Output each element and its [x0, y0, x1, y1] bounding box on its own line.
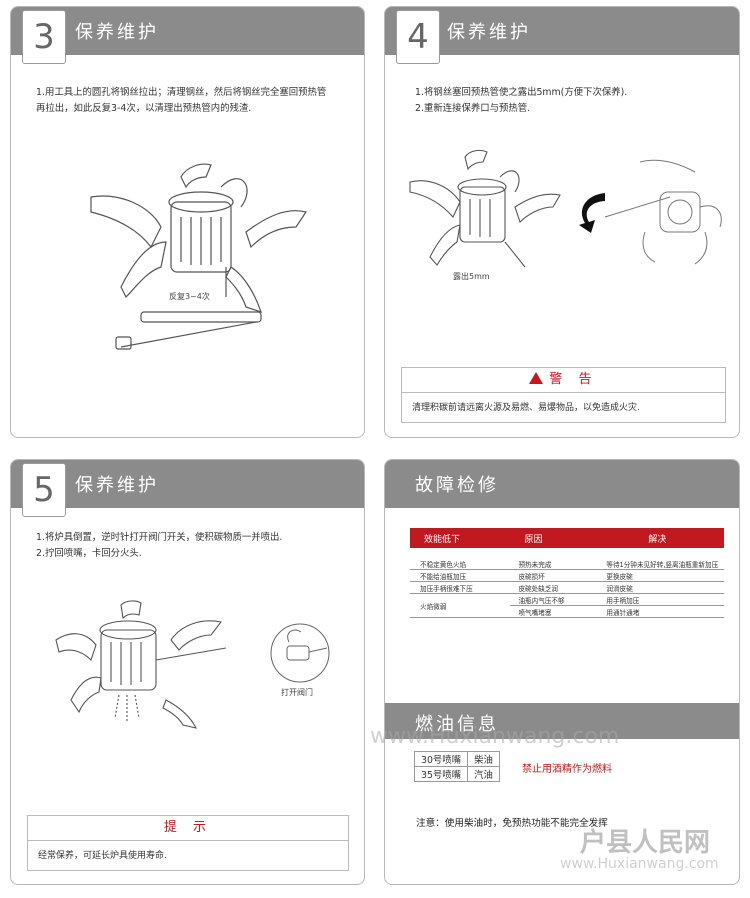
panel-step-5: 5 保养维护 1.将炉具倒置，逆时针打开阀门开关，使积碳物质一并喷出. 2.拧回…	[10, 459, 365, 885]
panel-step-4: 4 保养维护 1.将钢丝塞回预热管使之露出5mm(方便下次保养). 2.重新连接…	[384, 6, 740, 438]
step-number: 5	[33, 470, 55, 510]
table-row: 加压手柄很难下压皮碗处缺乏润润滑皮碗	[410, 581, 724, 594]
cell-fuel: 柴油	[467, 751, 500, 767]
warning-text: 清理积碳前请远离火源及易燃、易爆物品，以免造成火灾.	[412, 403, 640, 413]
panel-header	[385, 7, 739, 55]
cell-cause: 皮碗处缺乏润	[510, 581, 599, 594]
cell-fuel: 汽油	[467, 766, 500, 782]
instructions: 1.用工具上的圆孔将钢丝拉出；清理钢丝，然后将钢丝完全塞回预热管 再拉出，如此反…	[36, 85, 326, 117]
col-solution: 解决	[598, 528, 724, 548]
tip-title: 提 示	[163, 820, 213, 835]
fuel-warning: 禁止用酒精作为燃料	[522, 764, 612, 775]
instruction-line: 1.将炉具倒置，逆时针打开阀门开关，使积碳物质一并喷出.	[36, 532, 283, 543]
watermark-url: www.Huxianwang.com	[560, 856, 719, 872]
table-header-row: 效能低下 原因 解决	[410, 528, 724, 548]
caption-repeat: 反复3~4次	[169, 292, 210, 301]
stove-connect-illustration	[604, 159, 722, 265]
caption-exposed: 露出5mm	[453, 272, 490, 281]
panel-header	[385, 460, 739, 508]
cell-symptom: 不稳定黄色火焰	[410, 548, 511, 570]
fault-table: 效能低下 原因 解决 不稳定黄色火焰预热未完成等待1分钟未见好转,竖离油瓶重新加…	[410, 528, 724, 618]
cell-symptom: 火焰微弱	[410, 593, 511, 618]
step-number-box: 4	[396, 10, 440, 64]
step-number: 4	[407, 17, 429, 57]
instruction-line: 2.重新连接保养口与预热管.	[415, 103, 531, 114]
fuel-note: 注意：使用柴油时，免预热功能不能完全发挥	[416, 818, 608, 829]
panel-header	[11, 460, 364, 508]
table-row: 不能给油瓶加压皮碗损坏更换皮碗	[410, 569, 724, 582]
warning-header: 警 告	[402, 368, 725, 393]
cell-solution: 用手柄加压	[598, 593, 724, 606]
table-row: 不稳定黄色火焰预热未完成等待1分钟未见好转,竖离油瓶重新加压	[410, 548, 724, 570]
instructions: 1.将钢丝塞回预热管使之露出5mm(方便下次保养). 2.重新连接保养口与预热管…	[415, 85, 627, 117]
fuel-table: 30号喷嘴柴油 35号喷嘴汽油	[413, 751, 500, 782]
warning-title: 警 告	[549, 372, 598, 387]
valve-detail-circle	[270, 623, 330, 683]
cell-nozzle: 30号喷嘴	[413, 751, 469, 767]
rotate-arrow-icon	[579, 193, 605, 233]
stove-cleaning-illustration	[90, 163, 307, 350]
instruction-line: 1.将钢丝塞回预热管使之露出5mm(方便下次保养).	[415, 87, 628, 98]
cell-cause: 喷气嘴堵塞	[510, 605, 599, 618]
panel-title: 保养维护	[75, 475, 159, 496]
tip-box: 提 示 经常保养，可延长炉具使用寿命.	[27, 815, 349, 871]
watermark-site-name: 户县人民网	[580, 828, 711, 858]
step-number-box: 3	[22, 10, 66, 64]
cell-solution: 用通针通堵	[598, 605, 724, 618]
cell-solution: 润滑皮碗	[598, 581, 724, 594]
watermark-url: www.Huxianwang.com	[370, 724, 620, 749]
cell-symptom: 不能给油瓶加压	[410, 569, 511, 582]
caption-open-valve: 打开阀门	[281, 688, 313, 697]
fuel-section-header	[385, 703, 739, 739]
panel-title: 故障检修	[415, 475, 499, 496]
panel-title: 保养维护	[75, 22, 159, 43]
cell-cause: 皮碗损坏	[510, 569, 599, 582]
panel-title: 保养维护	[447, 22, 531, 43]
cell-solution: 等待1分钟未见好转,竖离油瓶重新加压	[598, 548, 724, 570]
table-row: 喷气嘴堵塞用通针通堵	[410, 605, 724, 618]
cell-solution: 更换皮碗	[598, 569, 724, 582]
tip-text: 经常保养，可延长炉具使用寿命.	[38, 851, 167, 861]
step-number: 3	[33, 17, 55, 57]
inverted-stove-illustration	[55, 600, 227, 729]
tip-header: 提 示	[28, 816, 348, 841]
cell-cause: 预热未完成	[510, 548, 599, 570]
panel-header	[11, 7, 364, 55]
warning-icon	[529, 372, 544, 384]
instruction-line: 1.用工具上的圆孔将钢丝拉出；清理钢丝，然后将钢丝完全塞回预热管	[36, 87, 327, 98]
table-row: 35号喷嘴汽油	[413, 766, 500, 782]
table-row: 火焰微弱油瓶内气压不够用手柄加压	[410, 593, 724, 618]
instruction-line: 再拉出，如此反复3-4次，以清理出预热管内的残渣.	[36, 103, 252, 114]
warning-box: 警 告 清理积碳前请远离火源及易燃、易爆物品，以免造成火灾.	[401, 367, 726, 423]
cell-symptom: 加压手柄很难下压	[410, 581, 511, 594]
step-number-box: 5	[22, 463, 66, 517]
stove-illustration	[409, 149, 561, 268]
table-row: 30号喷嘴柴油	[413, 751, 500, 767]
panel-step-3: 3 保养维护 1.用工具上的圆孔将钢丝拉出；清理钢丝，然后将钢丝完全塞回预热管 …	[10, 6, 365, 438]
col-symptom: 效能低下	[410, 528, 511, 548]
cell-cause: 油瓶内气压不够	[510, 593, 599, 606]
fuel-section-title: 燃油信息	[415, 714, 499, 735]
instruction-line: 2.拧回喷嘴，卡回分火头.	[36, 548, 142, 559]
col-cause: 原因	[510, 528, 599, 548]
instructions: 1.将炉具倒置，逆时针打开阀门开关，使积碳物质一并喷出. 2.拧回喷嘴，卡回分火…	[36, 530, 282, 562]
cell-nozzle: 35号喷嘴	[413, 766, 469, 782]
